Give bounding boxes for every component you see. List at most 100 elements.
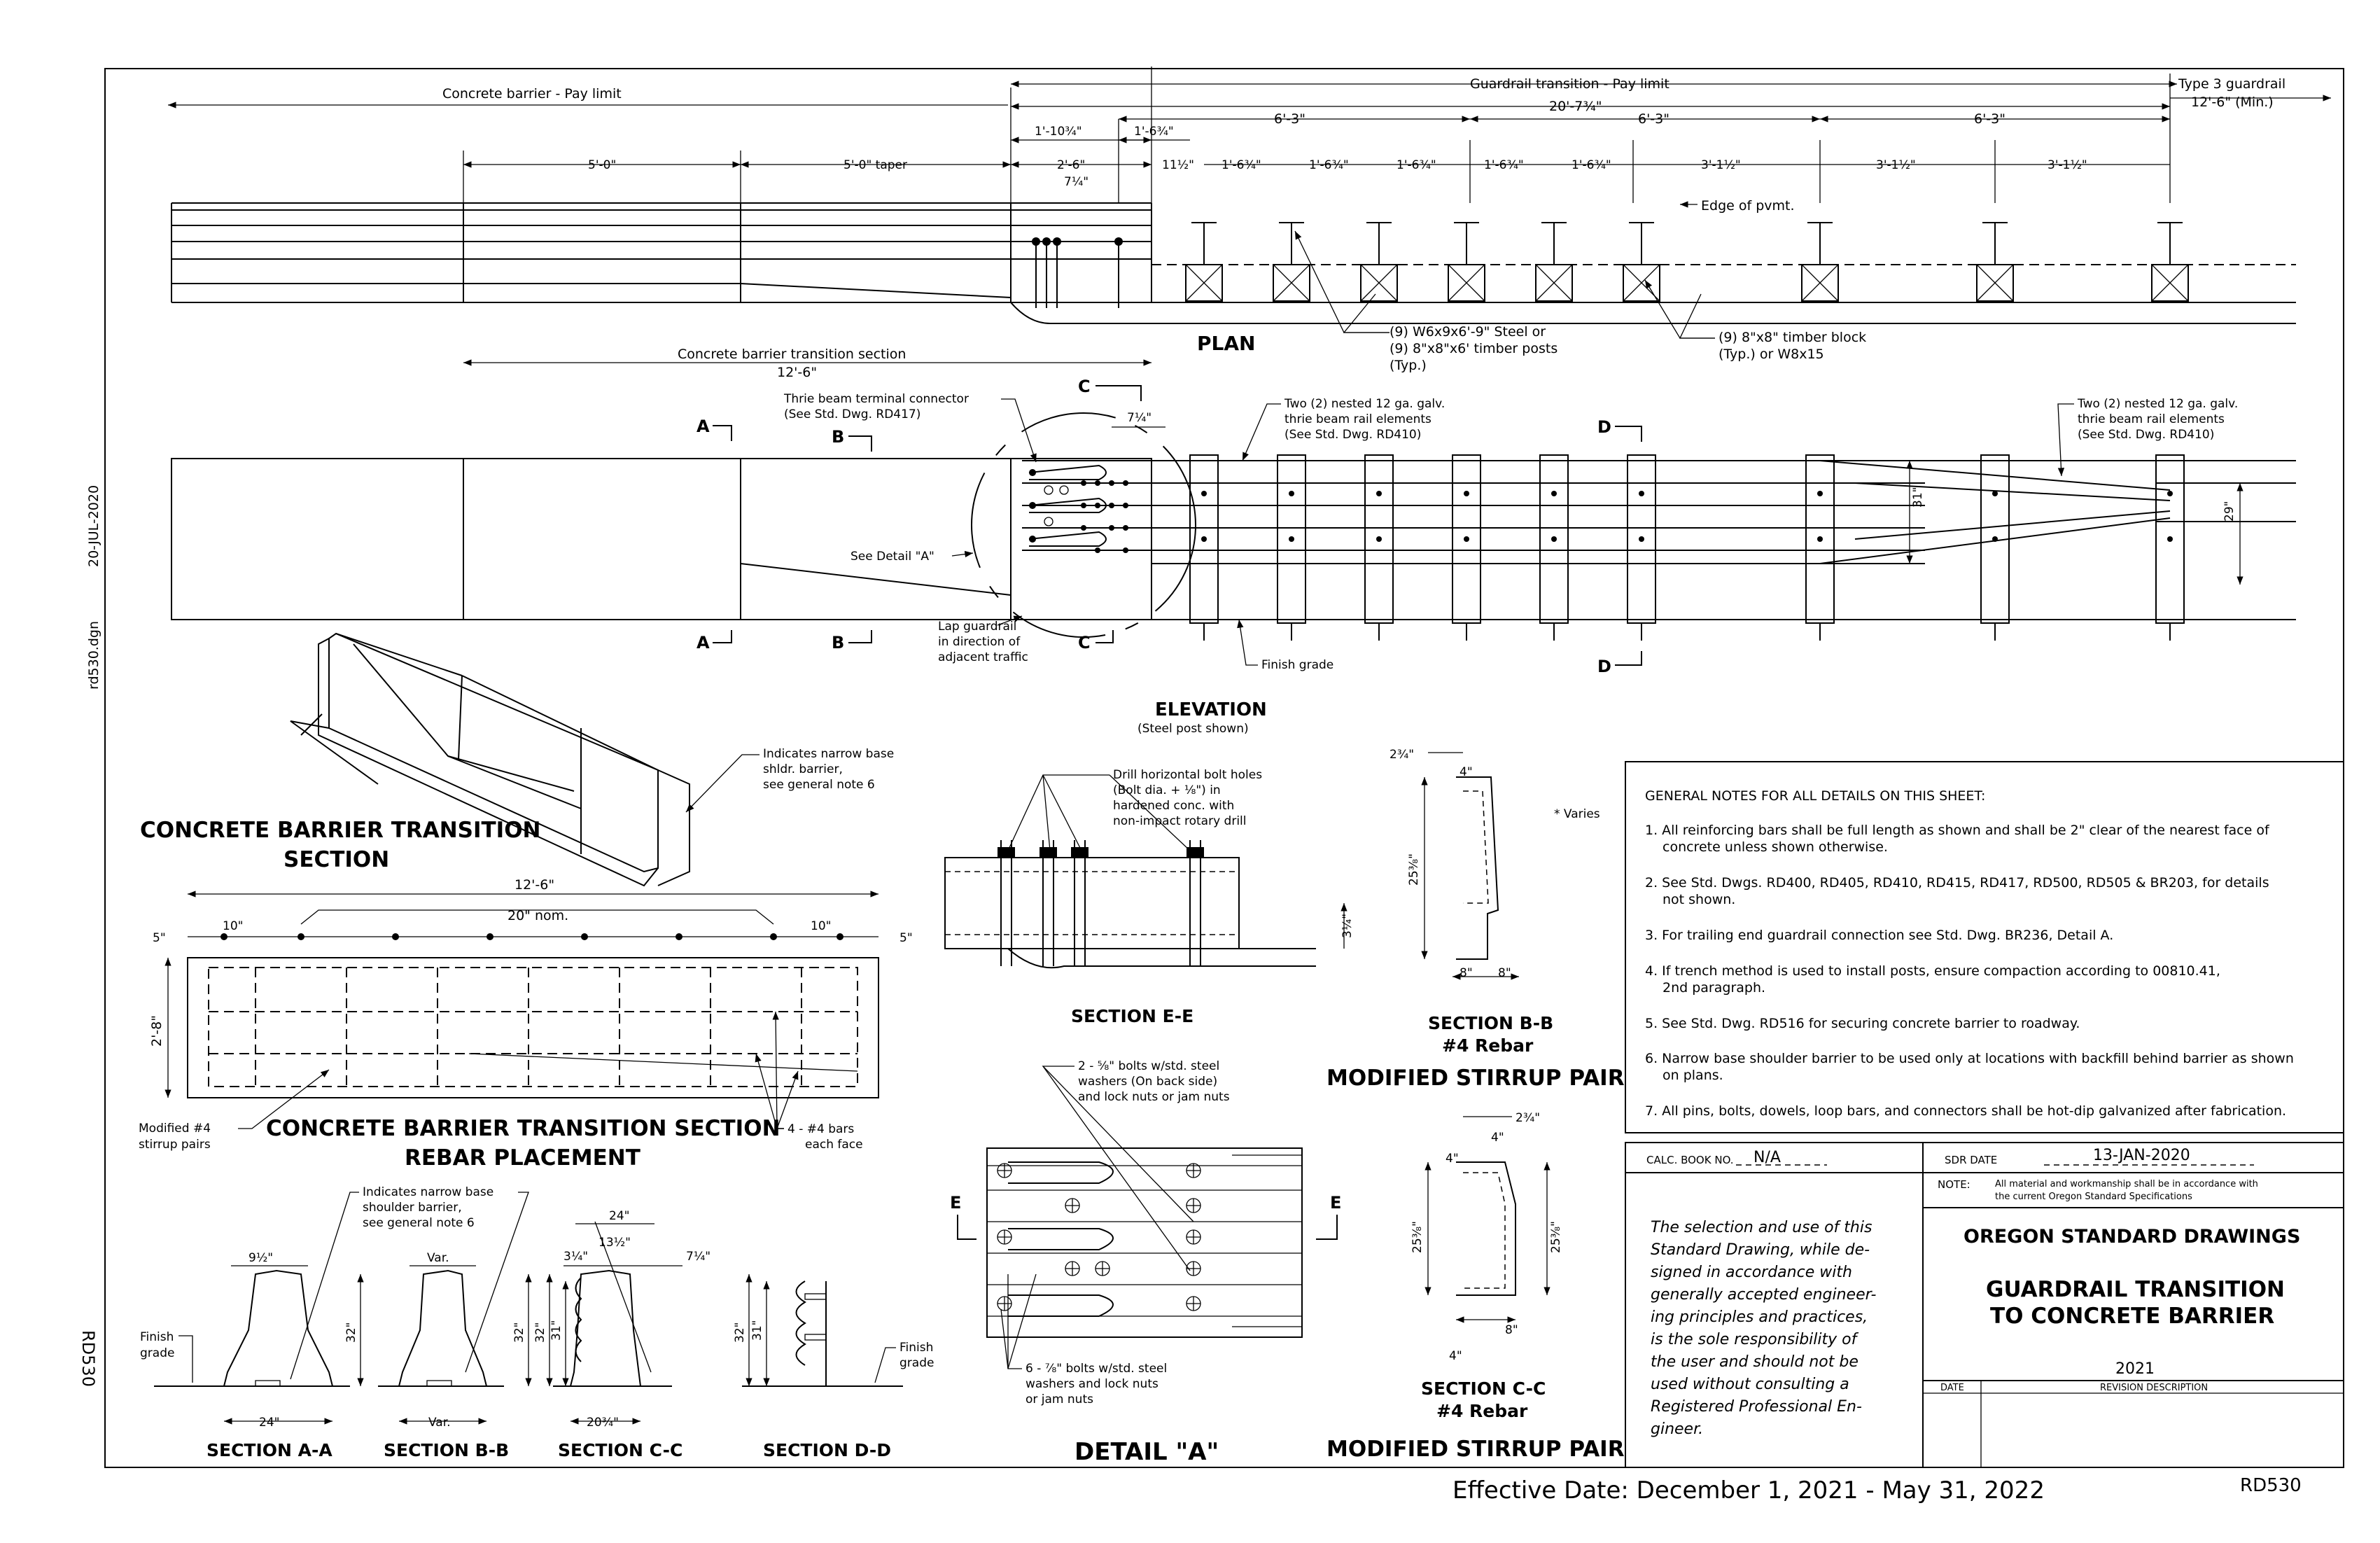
marker-d-bot: D bbox=[1597, 657, 1611, 676]
stirrup-cc: 2¾" 4" 4" 4" 25⅜" 25⅜" 8" SECTION C-C #4… bbox=[1326, 1111, 1625, 1462]
elev-connector-bolt bbox=[1109, 525, 1114, 531]
cc-title-2: #4 Rebar bbox=[1436, 1401, 1528, 1421]
sec-c-h1: 32" bbox=[533, 1322, 547, 1343]
sec-a-top: 9½" bbox=[248, 1251, 273, 1265]
plan-space-2: 1'-6¾" bbox=[1309, 158, 1349, 172]
rebar-dim-5b: 5" bbox=[899, 931, 913, 945]
elev-post-bolt bbox=[1289, 491, 1294, 496]
elev-transition-len: 12'-6" bbox=[777, 365, 817, 380]
plan-type3-min: 12'-6" (Min.) bbox=[2191, 95, 2274, 110]
tb-rev-col: REVISION DESCRIPTION bbox=[2100, 1383, 2208, 1393]
rebar-stirrup-2: stirrup pairs bbox=[139, 1138, 211, 1152]
elev-nested-b-3: (See Std. Dwg. RD410) bbox=[2078, 428, 2214, 442]
tb-note-label: NOTE: bbox=[1938, 1178, 1970, 1191]
elev-connector-bolt bbox=[1109, 503, 1114, 508]
elev-thrie-conn-2: (See Std. Dwg. RD417) bbox=[784, 407, 920, 421]
plan-block-diag bbox=[1185, 264, 1223, 302]
elev-post-bolt bbox=[1201, 536, 1207, 542]
rebar-dim-total: 12'-6" bbox=[514, 877, 554, 893]
rebar-bars-2: each face bbox=[805, 1138, 863, 1152]
elev-nested-b-1: Two (2) nested 12 ga. galv. bbox=[2077, 397, 2238, 411]
tb-disclaimer-0: The selection and use of this bbox=[1651, 1219, 1872, 1236]
detail-title: DETAIL "A" bbox=[1074, 1438, 1219, 1466]
plan-dim-6-3b: 6'-3" bbox=[1638, 111, 1670, 127]
ee-note-3: hardened conc. with bbox=[1113, 799, 1234, 813]
tb-disclaimer-5: is the sole responsibility of bbox=[1651, 1331, 1859, 1348]
plan-block-diag bbox=[1623, 264, 1660, 302]
elev-connector-bolt bbox=[1081, 503, 1086, 508]
elev-post-bolt bbox=[1817, 491, 1823, 496]
detail-bolts-b-1: 6 - ⅞" bolts w/std. steel bbox=[1026, 1362, 1167, 1376]
tb-year: 2021 bbox=[2115, 1360, 2155, 1378]
plan-type3-label: Type 3 guardrail bbox=[2178, 76, 2286, 92]
detail-bolts bbox=[997, 1163, 1201, 1311]
detail-bolts-a-2: washers (On back side) bbox=[1078, 1075, 1217, 1089]
detail-bolts-b-3: or jam nuts bbox=[1026, 1392, 1093, 1406]
general-notes: GENERAL NOTES FOR ALL DETAILS ON THIS SH… bbox=[1625, 761, 2344, 1133]
elevation-title: ELEVATION bbox=[1155, 699, 1267, 720]
sec-c-top2: 13½" bbox=[598, 1236, 631, 1250]
elevation-view: Concrete barrier transition section 12'-… bbox=[171, 347, 2296, 736]
elev-connector-bolt bbox=[1123, 547, 1128, 553]
plan-dim-1-6a: 1'-6¾" bbox=[1134, 125, 1174, 139]
footer-code: RD530 bbox=[2240, 1475, 2302, 1496]
elev-post-bolt bbox=[2167, 536, 2173, 542]
elev-lap-2: in direction of bbox=[938, 635, 1021, 649]
plan-guardrail-total: 20'-7¾" bbox=[1549, 99, 1602, 114]
plan-posts-note-2: (9) 8"x8"x6' timber posts bbox=[1390, 341, 1558, 356]
bb-dim-top: 2¾" bbox=[1390, 748, 1414, 762]
cc-dim-8: 8" bbox=[1505, 1323, 1518, 1337]
sec-finish-2: grade bbox=[140, 1346, 174, 1360]
plan-edge-label: Edge of pvmt. bbox=[1701, 198, 1795, 214]
small-note-1: Indicates narrow base bbox=[363, 1185, 493, 1199]
note-7: 7. All pins, bolts, dowels, loop bars, a… bbox=[1645, 1103, 2286, 1119]
rebar-dot bbox=[392, 933, 399, 940]
iso-note-3: see general note 6 bbox=[763, 778, 875, 792]
plan-title: PLAN bbox=[1197, 332, 1255, 355]
tb-calc-value: N/A bbox=[1754, 1149, 1781, 1166]
rebar-placement: 12'-6" 20" nom. 10" 10" 5" 5" 2'-8" Modi… bbox=[139, 877, 913, 1171]
rebar-dim-5a: 5" bbox=[153, 931, 166, 945]
note-1a: 1. All reinforcing bars shall be full le… bbox=[1645, 823, 2270, 838]
tb-title-2: TO CONCRETE BARRIER bbox=[1990, 1304, 2274, 1329]
cc-dim-4b: 4" bbox=[1446, 1152, 1459, 1166]
plan-timber-block bbox=[1801, 264, 1839, 302]
detail-e-left: E bbox=[950, 1193, 961, 1213]
ee-dim: 3¼" bbox=[1340, 914, 1354, 938]
rebar-dim-20: 20" nom. bbox=[507, 908, 568, 923]
cc-dim-h1: 25⅜" bbox=[1410, 1221, 1424, 1253]
rebar-dim-h: 2'-8" bbox=[149, 1015, 164, 1047]
iso-note-1: Indicates narrow base bbox=[763, 747, 894, 761]
tb-disclaimer-1: Standard Drawing, while de- bbox=[1651, 1241, 1870, 1259]
tb-disclaimer-7: used without consulting a bbox=[1651, 1376, 1849, 1393]
tb-disclaimer-3: generally accepted engineer- bbox=[1651, 1286, 1876, 1304]
elev-lap-1: Lap guardrail bbox=[938, 620, 1016, 634]
ee-note-2: (Bolt dia. + ⅛") in bbox=[1113, 783, 1221, 797]
marker-a-bot: A bbox=[696, 633, 710, 652]
tb-disclaimer-2: signed in accordance with bbox=[1651, 1264, 1852, 1281]
plan-block-diag bbox=[1448, 264, 1485, 302]
elev-post-bolt bbox=[1289, 536, 1294, 542]
elev-nested-a-1: Two (2) nested 12 ga. galv. bbox=[1284, 397, 1445, 411]
plan-timber-block bbox=[1273, 264, 1310, 302]
bb-dim-h: 25⅜" bbox=[1407, 853, 1421, 886]
tb-sdr-value: 13-JAN-2020 bbox=[2093, 1147, 2190, 1164]
elev-transition-label: Concrete barrier transition section bbox=[678, 347, 906, 362]
sec-d-h1: 32" bbox=[733, 1322, 747, 1343]
elev-connector-bolt bbox=[1123, 503, 1128, 508]
bb-title-3: MODIFIED STIRRUP PAIR bbox=[1326, 1066, 1625, 1091]
small-note-3: see general note 6 bbox=[363, 1216, 475, 1230]
plan-posts-note-1: (9) W6x9x6'-9" Steel or bbox=[1390, 324, 1546, 340]
rebar-dot bbox=[220, 933, 227, 940]
detail-bolts-b-2: washers and lock nuts bbox=[1026, 1377, 1158, 1391]
plan-dim-7q: 7¼" bbox=[1064, 175, 1088, 189]
plan-dim-11h: 11½" bbox=[1162, 158, 1194, 172]
plan-block-note-2: (Typ.) or W8x15 bbox=[1718, 347, 1824, 362]
isometric-barrier: Indicates narrow base shldr. barrier, se… bbox=[140, 632, 894, 887]
sec-finish-1: Finish bbox=[140, 1330, 174, 1344]
rebar-spacing-dots bbox=[220, 933, 844, 940]
plan-dim-6-3a: 6'-3" bbox=[1274, 111, 1306, 127]
sec-a-h: 32" bbox=[344, 1322, 358, 1343]
plan-space-3: 1'-6¾" bbox=[1396, 158, 1436, 172]
elev-dim-31: 31" bbox=[1911, 487, 1925, 508]
